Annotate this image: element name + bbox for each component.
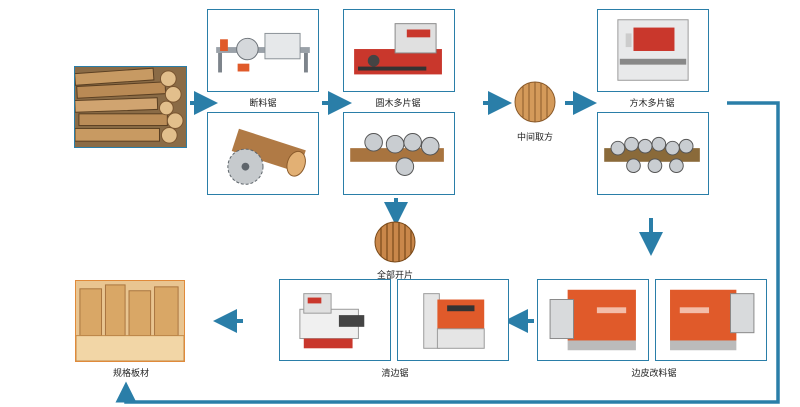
round-log-blades-illustration xyxy=(343,112,455,195)
sized-boards-label: 规格板材 xyxy=(112,369,149,379)
return-path-line xyxy=(115,101,780,404)
full-rip-label: 全部开片 xyxy=(376,271,413,281)
edge-trim-saw-machine-image-1 xyxy=(537,279,649,361)
square-multi-rip-label: 方木多片锯 xyxy=(629,99,675,109)
cutoff-saw-label: 断料锯 xyxy=(249,99,277,109)
edger-saw-label: 清边锯 xyxy=(381,369,409,379)
log-cutoff-illustration xyxy=(207,112,319,195)
square-multi-rip-machine-image xyxy=(597,9,709,92)
edger-saw-machine-image-2 xyxy=(397,279,509,361)
edge-trim-saw-machine-image-2 xyxy=(655,279,767,361)
edge-trim-saw-label: 边皮改料锯 xyxy=(631,369,677,379)
square-cant-blades-illustration xyxy=(597,112,709,195)
center-cant-label: 中间取方 xyxy=(516,133,553,143)
raw-logs-image xyxy=(74,66,187,148)
edger-saw-machine-image-1 xyxy=(279,279,391,361)
round-log-multi-rip-machine-image xyxy=(343,9,455,92)
round-log-multi-rip-label: 圆木多片锯 xyxy=(375,99,421,109)
cutoff-saw-machine-image xyxy=(207,9,319,92)
center-cant-illustration xyxy=(513,80,557,124)
sized-boards-image xyxy=(75,280,185,362)
full-rip-illustration xyxy=(373,220,417,264)
